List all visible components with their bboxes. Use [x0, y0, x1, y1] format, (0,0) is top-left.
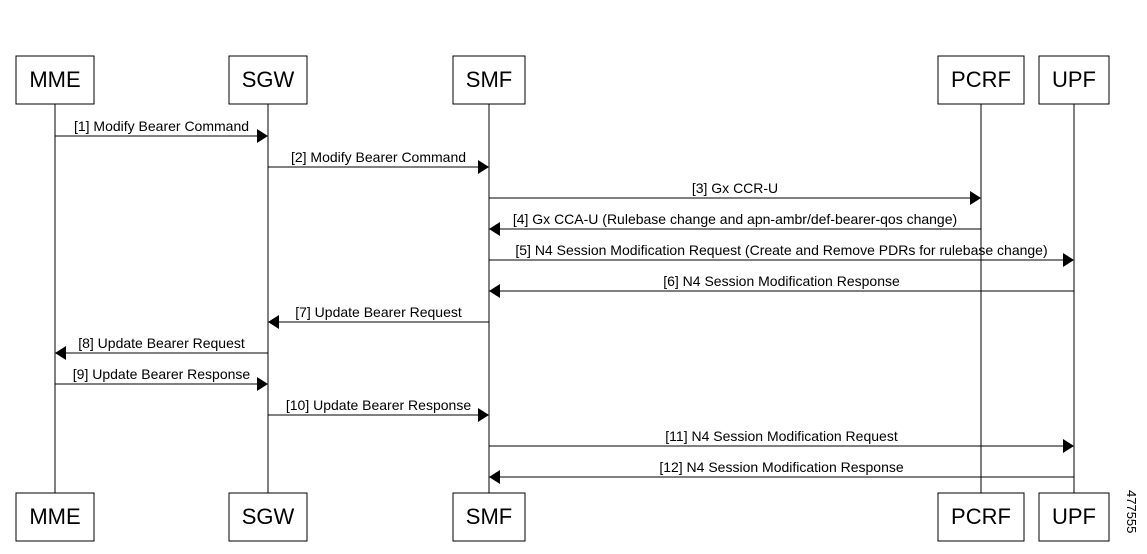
figure-id: 477555 — [1124, 490, 1139, 533]
arrowhead-icon — [257, 129, 268, 143]
participant-upf-top: UPF — [1038, 55, 1110, 105]
message-3: [3] Gx CCR-U — [489, 180, 981, 205]
message-label: [9] Update Bearer Response — [73, 366, 251, 382]
arrowhead-icon — [1063, 253, 1074, 267]
message-7: [7] Update Bearer Request — [268, 304, 489, 329]
participant-label: UPF — [1052, 67, 1096, 92]
arrowhead-icon — [489, 470, 500, 484]
message-label: [11] N4 Session Modification Request — [665, 428, 898, 444]
participant-label: SMF — [466, 67, 512, 92]
participant-label: PCRF — [951, 504, 1011, 529]
participant-label: PCRF — [951, 67, 1011, 92]
participant-box — [1038, 492, 1110, 542]
participant-label: SGW — [242, 504, 295, 529]
arrowhead-icon — [55, 346, 66, 360]
message-label: [1] Modify Bearer Command — [74, 118, 249, 134]
participant-label: SGW — [242, 67, 295, 92]
participant-pcrf-top: PCRF — [937, 55, 1025, 105]
message-10: [10] Update Bearer Response — [268, 397, 489, 422]
message-1: [1] Modify Bearer Command — [55, 118, 268, 143]
message-12: [12] N4 Session Modification Response — [489, 459, 1074, 484]
message-label: [4] Gx CCA-U (Rulebase change and apn-am… — [513, 211, 957, 227]
participant-upf-bottom: UPF — [1038, 492, 1110, 542]
message-8: [8] Update Bearer Request — [55, 335, 268, 360]
participant-box — [15, 492, 95, 542]
participant-label: SMF — [466, 504, 512, 529]
arrowhead-icon — [268, 315, 279, 329]
participant-box — [1038, 55, 1110, 105]
message-label: [7] Update Bearer Request — [295, 304, 462, 320]
message-label: [5] N4 Session Modification Request (Cre… — [515, 242, 1047, 258]
message-9: [9] Update Bearer Response — [55, 366, 268, 391]
message-label: [12] N4 Session Modification Response — [659, 459, 904, 475]
participant-box — [228, 492, 308, 542]
arrowhead-icon — [970, 191, 981, 205]
arrowhead-icon — [489, 222, 500, 236]
arrowhead-icon — [257, 377, 268, 391]
message-2: [2] Modify Bearer Command — [268, 149, 489, 174]
participant-box — [452, 55, 526, 105]
participant-mme-top: MME — [15, 55, 95, 105]
message-label: [2] Modify Bearer Command — [291, 149, 466, 165]
participant-box — [452, 492, 526, 542]
participant-sgw-bottom: SGW — [228, 492, 308, 542]
message-4: [4] Gx CCA-U (Rulebase change and apn-am… — [489, 211, 981, 236]
participant-box — [15, 55, 95, 105]
participant-sgw-top: SGW — [228, 55, 308, 105]
arrowhead-icon — [1063, 439, 1074, 453]
participant-mme-bottom: MME — [15, 492, 95, 542]
arrowhead-icon — [489, 284, 500, 298]
participant-label: UPF — [1052, 504, 1096, 529]
participant-box — [937, 492, 1025, 542]
participant-pcrf-bottom: PCRF — [937, 492, 1025, 542]
participant-label: MME — [29, 504, 80, 529]
participant-box — [228, 55, 308, 105]
arrowhead-icon — [478, 160, 489, 174]
message-5: [5] N4 Session Modification Request (Cre… — [489, 242, 1074, 267]
message-6: [6] N4 Session Modification Response — [489, 273, 1074, 298]
message-label: [3] Gx CCR-U — [692, 180, 778, 196]
message-label: [6] N4 Session Modification Response — [663, 273, 900, 289]
message-label: [8] Update Bearer Request — [78, 335, 245, 351]
participant-label: MME — [29, 67, 80, 92]
participant-smf-bottom: SMF — [452, 492, 526, 542]
participant-box — [937, 55, 1025, 105]
message-11: [11] N4 Session Modification Request — [489, 428, 1074, 453]
message-label: [10] Update Bearer Response — [286, 397, 471, 413]
participant-smf-top: SMF — [452, 55, 526, 105]
arrowhead-icon — [478, 408, 489, 422]
